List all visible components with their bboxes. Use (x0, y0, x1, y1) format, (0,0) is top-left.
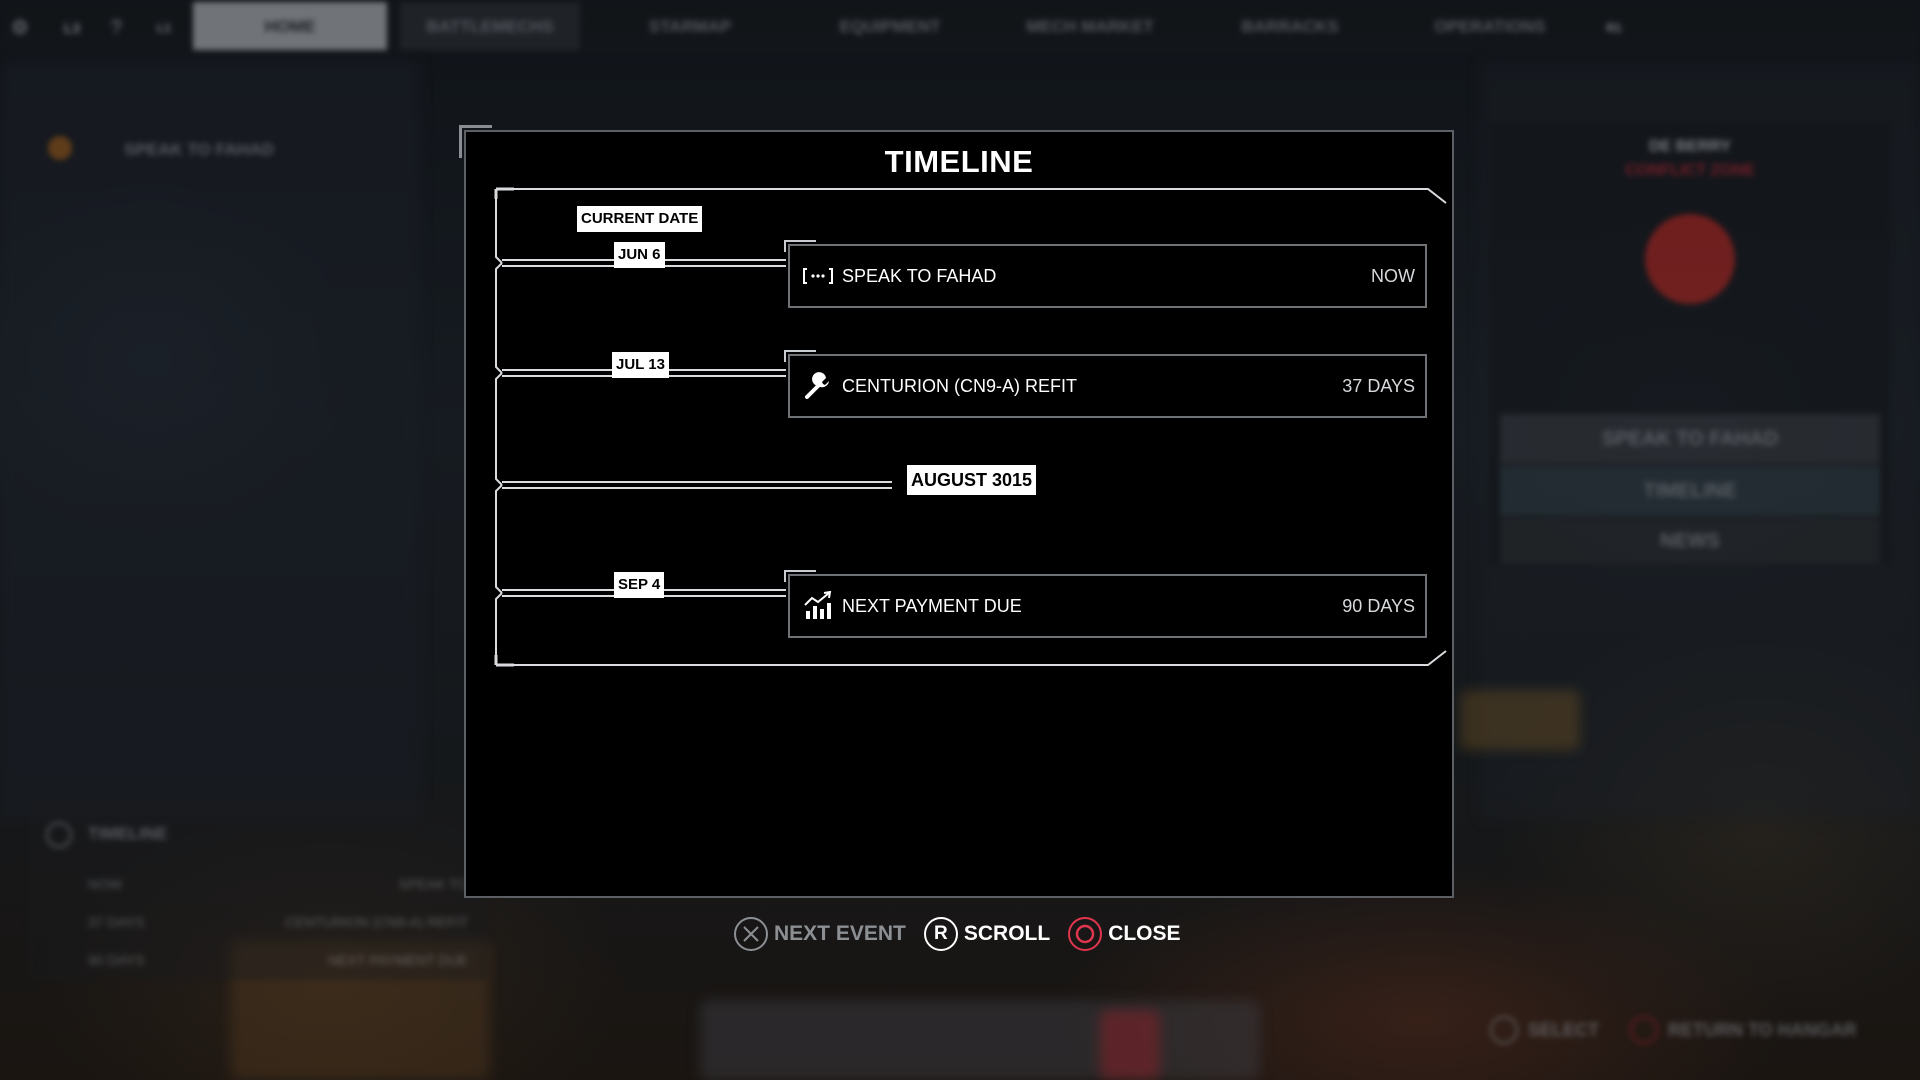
background-prompts: SELECT RETURN TO HANGAR (1480, 1010, 1900, 1050)
event-time-remaining: 37 DAYS (1342, 376, 1415, 396)
event-centurion-refit[interactable]: CENTURION (CN9-A) REFIT 37 DAYS (784, 350, 1427, 418)
speech-bubble-icon (802, 260, 834, 292)
close-label: CLOSE (1108, 922, 1181, 945)
objective-tracker: SPEAK TO FAHAD (40, 130, 460, 170)
tab-battlemechs[interactable]: BATTLEMECHS (400, 2, 580, 50)
event-date-chip: SEP 4 (614, 572, 665, 598)
help-icon[interactable]: ? (110, 17, 122, 39)
menu-item-news[interactable]: NEWS (1500, 518, 1880, 564)
tab-starmap[interactable]: STARMAP (648, 17, 732, 36)
scroll-label: SCROLL (963, 922, 1051, 945)
event-date-chip: JUN 6 (614, 242, 665, 268)
system-status: CONFLICT ZONE (1625, 162, 1755, 179)
return-to-hangar-prompt[interactable]: RETURN TO HANGAR (1668, 1020, 1857, 1040)
scroll-button[interactable]: R SCROLL (923, 917, 1051, 951)
event-time-remaining: 90 DAYS (1342, 596, 1415, 616)
event-title: SPEAK TO FAHAD (842, 266, 997, 286)
faction-emblem (1645, 214, 1735, 304)
timeline-row-right: CENTURION (CN9-A) REFIT (285, 914, 468, 930)
card-corner-accent (784, 570, 816, 582)
l1-button-icon[interactable]: L1 (156, 21, 171, 35)
timeline-widget: TIMELINE NOW SPEAK TO 37 DAYS CENTURION … (28, 800, 488, 980)
clock-icon (46, 822, 72, 848)
event-time-remaining: NOW (1371, 266, 1415, 286)
menu-item-speak[interactable]: SPEAK TO FAHAD (1500, 414, 1880, 464)
system-info-panel: DE BERRY CONFLICT ZONE SPEAK TO FAHAD TI… (1490, 124, 1890, 564)
tab-equipment[interactable]: EQUIPMENT (839, 17, 941, 36)
timeline-widget-title: TIMELINE (88, 824, 168, 843)
timeline-row-left: 90 DAYS (88, 952, 145, 968)
right-stick-icon: R (923, 917, 958, 951)
close-button[interactable]: CLOSE (1068, 917, 1181, 951)
cross-button-icon (1490, 1016, 1518, 1044)
next-event-button[interactable]: NEXT EVENT (734, 917, 906, 951)
timeline-track (494, 187, 1447, 667)
current-date-label: CURRENT DATE (577, 206, 703, 232)
timeline-modal: TIMELINE (464, 130, 1454, 898)
objective-label: SPEAK TO FAHAD (124, 140, 274, 159)
top-nav-bar: ⚙ L3 ? L1 HOME BATTLEMECHS STARMAP EQUIP… (0, 0, 1920, 56)
circle-button-icon (1630, 1016, 1658, 1044)
company-icon[interactable]: ⚙ (11, 17, 29, 39)
finance-chart-icon (802, 590, 834, 622)
system-name: DE BERRY (1648, 138, 1732, 155)
event-title: NEXT PAYMENT DUE (842, 596, 1022, 616)
tab-barracks[interactable]: BARRACKS (1241, 17, 1339, 36)
wrench-icon (802, 370, 834, 402)
event-speak-to-fahad[interactable]: SPEAK TO FAHAD NOW (784, 240, 1427, 308)
modal-corner-accent (459, 125, 492, 158)
l3-button-icon[interactable]: L3 (63, 20, 81, 36)
timeline-row-left: 37 DAYS (88, 914, 145, 930)
r1-button-icon[interactable]: R1 (1606, 21, 1622, 35)
month-marker: AUGUST 3015 (907, 465, 1037, 495)
tab-operations[interactable]: OPERATIONS (1434, 17, 1546, 36)
event-title: CENTURION (CN9-A) REFIT (842, 376, 1077, 396)
next-event-label: NEXT EVENT (774, 922, 906, 945)
event-date-chip: JUL 13 (612, 352, 669, 378)
select-prompt[interactable]: SELECT (1528, 1020, 1600, 1040)
event-next-payment-due[interactable]: NEXT PAYMENT DUE 90 DAYS (784, 570, 1427, 638)
objective-icon (48, 136, 72, 160)
circle-button-icon (1068, 917, 1103, 951)
card-corner-accent (784, 350, 816, 362)
controller-prompts: NEXT EVENT R SCROLL CLOSE (734, 914, 1199, 954)
timeline-row-left: NOW (88, 876, 123, 892)
modal-title: TIMELINE (884, 144, 1034, 179)
tab-mech-market[interactable]: MECH MARKET (1026, 17, 1154, 36)
timeline-row-right: NEXT PAYMENT DUE (328, 952, 468, 968)
timeline-row-right: SPEAK TO (398, 876, 468, 892)
menu-item-timeline[interactable]: TIMELINE (1500, 466, 1880, 516)
cross-button-icon (734, 917, 768, 951)
tab-home[interactable]: HOME (193, 2, 387, 50)
card-corner-accent (784, 240, 816, 252)
